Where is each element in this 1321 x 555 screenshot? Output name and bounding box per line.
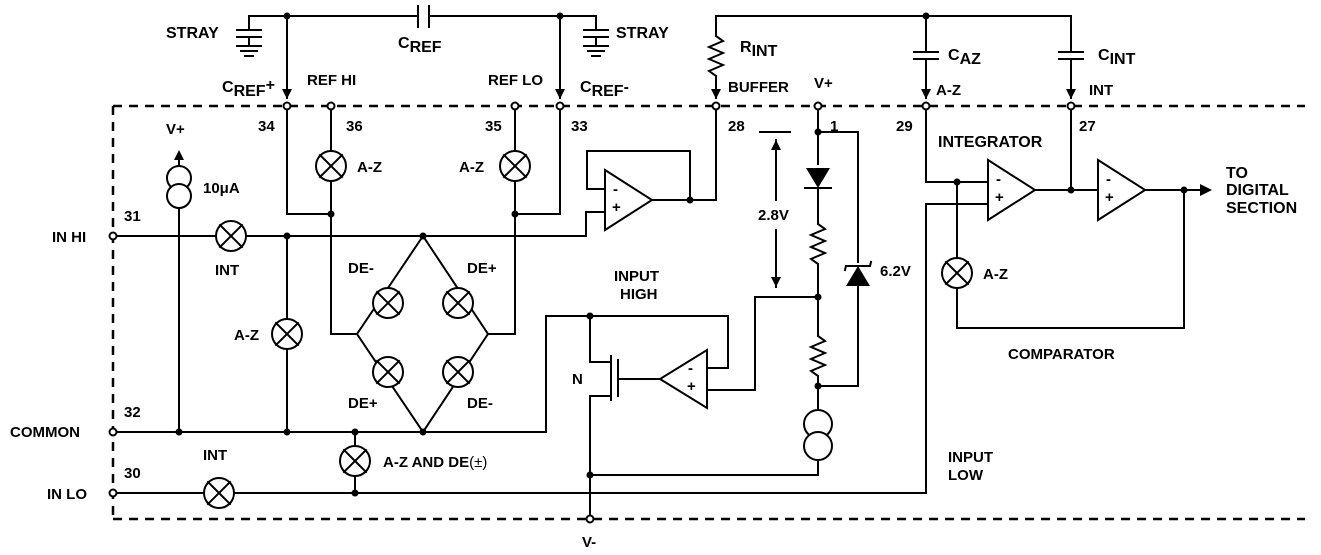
pin-1-label: 1 — [830, 118, 838, 135]
svg-text:-: - — [1106, 171, 1111, 188]
input-high-label-2: HIGH — [620, 286, 658, 303]
svg-text:+: + — [1105, 189, 1114, 206]
az-switch-hi-label: A-Z — [357, 159, 382, 176]
az-pin-label: A-Z — [936, 82, 961, 99]
pin-33-label: 33 — [571, 118, 588, 135]
input-low-label-1: INPUT — [948, 449, 993, 466]
vplus-top-label: V+ — [814, 75, 833, 92]
cref-minus-label: CREF- — [580, 79, 629, 100]
svg-text:-: - — [996, 171, 1001, 188]
stray-left-label: STRAY — [166, 25, 219, 42]
current-source — [166, 150, 192, 433]
buffer-amp — [586, 105, 717, 232]
pin-nodes — [282, 101, 1076, 111]
in-lo-label: IN LO — [47, 486, 87, 503]
vplus-source-label: V+ — [166, 121, 185, 138]
pin-34-label: 34 — [258, 118, 275, 135]
de-bridge — [330, 232, 516, 436]
int-lo-label: INT — [203, 447, 227, 464]
rint-label: RINT — [740, 39, 778, 60]
int-switch-label: INT — [215, 262, 239, 279]
input-high-amp — [585, 312, 819, 524]
to-digital-label-2: DIGITAL — [1226, 182, 1289, 199]
de-minus-tl-label: DE- — [348, 260, 374, 277]
common-line — [108, 315, 591, 497]
cref-network — [236, 5, 609, 99]
stray-right-label: STRAY — [616, 25, 669, 42]
volt-62-label: 6.2V — [880, 263, 911, 280]
caz-label: CAZ — [948, 47, 981, 68]
volt-28-label: 2.8V — [758, 207, 789, 224]
pin-32-label: 32 — [124, 404, 141, 421]
cref-plus-label: CREF+ — [222, 77, 275, 100]
common-label: COMMON — [10, 424, 80, 441]
svg-text:+: + — [612, 199, 621, 216]
svg-text:-: - — [688, 360, 693, 377]
az-comp-label: A-Z — [983, 266, 1008, 283]
in-hi-line — [108, 211, 606, 433]
input-high-label-1: INPUT — [614, 268, 659, 285]
opamp-signs: -+ -+ -+ -+ — [612, 171, 1114, 395]
de-plus-bl-label: DE+ — [348, 395, 378, 412]
to-digital-label-3: SECTION — [1226, 200, 1297, 217]
input-low-label-2: LOW — [948, 467, 984, 484]
comparator-label: COMPARATOR — [1008, 346, 1115, 363]
svg-text:-: - — [613, 181, 618, 198]
vminus-label: V- — [582, 534, 596, 551]
svg-text:+: + — [995, 189, 1004, 206]
az-switch-lo-label: A-Z — [459, 159, 484, 176]
integrator-label: INTEGRATOR — [938, 134, 1043, 151]
to-digital-label-1: TO — [1226, 165, 1248, 182]
cref-label: CREF — [398, 35, 442, 56]
cint-label: CINT — [1098, 47, 1136, 68]
in-lo-line — [108, 203, 989, 509]
buffer-label: BUFFER — [728, 79, 789, 96]
rint-network — [706, 12, 1084, 99]
int-pin-label: INT — [1089, 82, 1113, 99]
current-label: 10μA — [203, 180, 240, 197]
ref-pins — [286, 105, 561, 335]
integrator-comparator — [925, 105, 1212, 329]
pin-35-label: 35 — [485, 118, 502, 135]
de-minus-br-label: DE- — [467, 395, 493, 412]
pin-31-label: 31 — [124, 208, 141, 225]
pin-27-label: 27 — [1079, 118, 1096, 135]
az-de-label: A-Z AND DE(±) — [383, 454, 487, 471]
chip-boundary — [111, 104, 1305, 521]
n-label: N — [572, 371, 583, 388]
ref-lo-label: REF LO — [488, 72, 543, 89]
pin-36-label: 36 — [346, 118, 363, 135]
pin-28-label: 28 — [728, 118, 745, 135]
ref-string — [706, 105, 873, 476]
ref-hi-label: REF HI — [307, 72, 356, 89]
pin-30-label: 30 — [124, 465, 141, 482]
az-left-label: A-Z — [234, 327, 259, 344]
pin-29-label: 29 — [896, 118, 913, 135]
svg-text:+: + — [687, 378, 696, 395]
de-plus-tr-label: DE+ — [467, 260, 497, 277]
in-hi-label: IN HI — [52, 229, 86, 246]
